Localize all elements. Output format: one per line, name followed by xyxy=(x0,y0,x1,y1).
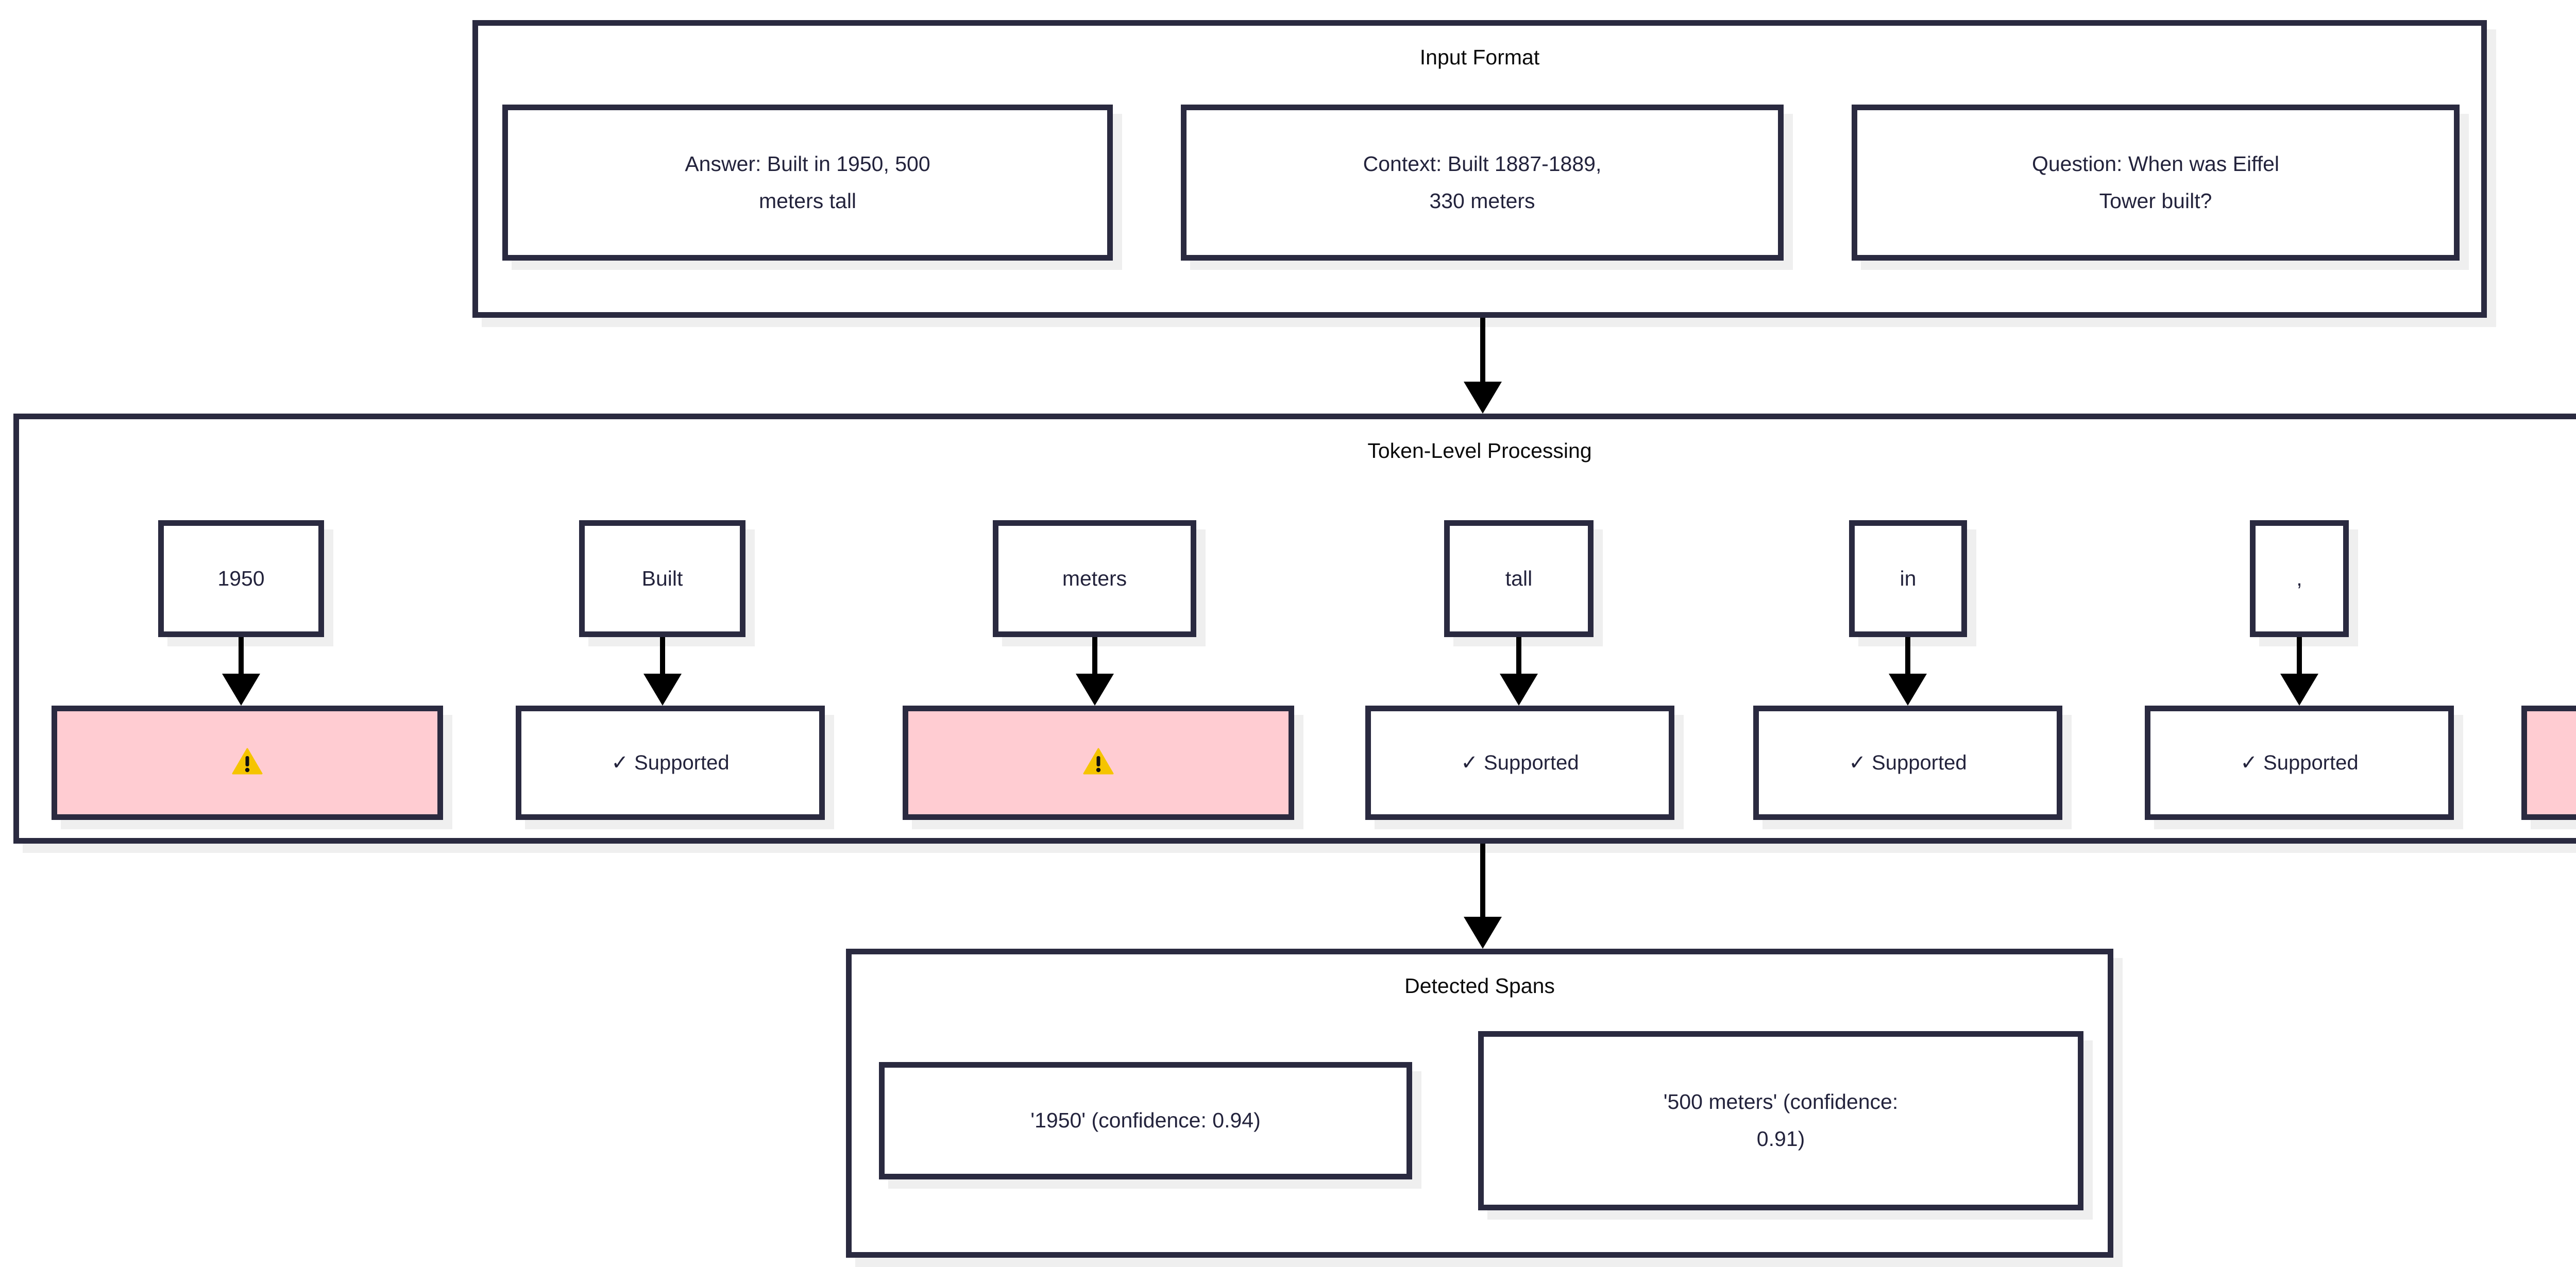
arrow-token-tall-status xyxy=(1498,637,1539,706)
arrow-input-to-tokens xyxy=(1462,318,1503,414)
input-question-label: Question: When was Eiffel Tower built? xyxy=(2031,151,2280,213)
arrow-token-in-status xyxy=(1887,637,1928,706)
status-label: ✓ Supported xyxy=(2240,751,2359,774)
token-label: , xyxy=(2296,566,2302,590)
arrow-token-built-status xyxy=(642,637,683,706)
token-label: Built xyxy=(641,566,683,590)
arrow-token-comma-status xyxy=(2279,637,2320,706)
arrow-token-1950-status xyxy=(221,637,262,706)
warning-icon xyxy=(232,748,263,778)
status-label: ✓ Supported xyxy=(1849,751,1967,774)
status-label: ✓ Supported xyxy=(1461,751,1579,774)
status-box-comma[interactable]: ✓ Supported xyxy=(2145,706,2454,820)
token-box-in[interactable]: in xyxy=(1849,520,1967,637)
token-processing-title: Token-Level Processing xyxy=(1367,439,1592,463)
warning-icon xyxy=(1083,748,1114,778)
status-box-tall[interactable]: ✓ Supported xyxy=(1365,706,1674,820)
input-context-label: Context: Built 1887-1889, 330 meters xyxy=(1363,151,1602,213)
span-box-500-meters[interactable]: '500 meters' (confidence: 0.91) xyxy=(1478,1031,2083,1210)
token-box-comma[interactable]: , xyxy=(2250,520,2349,637)
status-box-1950[interactable] xyxy=(52,706,443,820)
status-box-500[interactable] xyxy=(2521,706,2576,820)
token-label: 1950 xyxy=(217,566,265,590)
status-box-built[interactable]: ✓ Supported xyxy=(516,706,825,820)
input-answer-label: Answer: Built in 1950, 500 meters tall xyxy=(685,151,930,213)
span-label: '1950' (confidence: 0.94) xyxy=(1030,1108,1261,1133)
input-format-title: Input Format xyxy=(1419,45,1540,69)
status-label: ✓ Supported xyxy=(611,751,730,774)
arrow-tokens-to-spans xyxy=(1462,844,1503,949)
span-box-1950[interactable]: '1950' (confidence: 0.94) xyxy=(879,1062,1412,1179)
token-box-built[interactable]: Built xyxy=(579,520,745,637)
arrow-token-meters-status xyxy=(1074,637,1115,706)
status-box-in[interactable]: ✓ Supported xyxy=(1753,706,2062,820)
token-box-1950[interactable]: 1950 xyxy=(158,520,324,637)
token-box-tall[interactable]: tall xyxy=(1444,520,1594,637)
span-label: '500 meters' (confidence: 0.91) xyxy=(1663,1090,1899,1151)
input-question-box[interactable]: Question: When was Eiffel Tower built? xyxy=(1852,105,2460,261)
token-box-meters[interactable]: meters xyxy=(993,520,1196,637)
token-label: in xyxy=(1900,566,1917,590)
input-context-box[interactable]: Context: Built 1887-1889, 330 meters xyxy=(1181,105,1784,261)
status-box-meters[interactable] xyxy=(903,706,1294,820)
input-answer-box[interactable]: Answer: Built in 1950, 500 meters tall xyxy=(502,105,1113,261)
token-label: meters xyxy=(1062,566,1127,590)
token-label: tall xyxy=(1505,566,1533,590)
detected-spans-title: Detected Spans xyxy=(1404,974,1555,998)
